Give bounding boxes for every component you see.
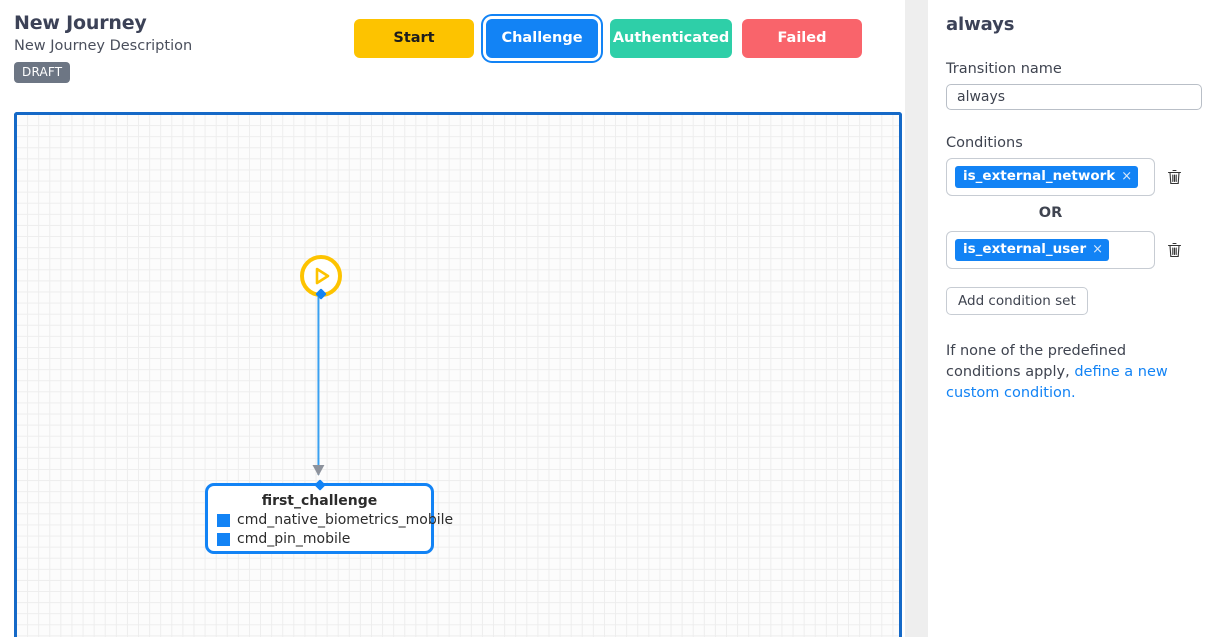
- swatch-icon: [217, 513, 230, 527]
- trash-icon: [1167, 242, 1181, 258]
- play-icon: [315, 267, 330, 285]
- condition-chip-external-user[interactable]: is_external_user ×: [955, 239, 1110, 261]
- transition-name-input[interactable]: [946, 84, 1202, 110]
- state-button-challenge[interactable]: Challenge: [486, 19, 598, 58]
- hint-prefix-text: If none of the predefined conditions app…: [946, 343, 1127, 380]
- state-button-authenticated[interactable]: Authenticated: [610, 19, 732, 58]
- delete-condition-set-1-button[interactable]: [1163, 166, 1185, 188]
- define-custom-condition-link[interactable]: define a new custom condition.: [946, 364, 1168, 401]
- node-input-handle[interactable]: [313, 479, 326, 491]
- add-condition-set-button[interactable]: Add condition set: [946, 287, 1088, 315]
- custom-condition-hint: If none of the predefined conditions app…: [946, 341, 1191, 404]
- chip-label: is_external_user: [963, 241, 1087, 257]
- chip-remove-icon[interactable]: ×: [1121, 169, 1133, 184]
- edge-layer: [312, 293, 325, 476]
- transition-name-label: Transition name: [946, 61, 1062, 77]
- editor-header: New Journey New Journey Description DRAF…: [0, 0, 905, 100]
- state-button-challenge-wrapper: Challenge: [484, 19, 600, 58]
- flow-canvas[interactable]: always first_challenge cmd_native_biomet…: [14, 112, 902, 637]
- state-buttons-group: Start Challenge Authenticated Failed: [354, 19, 862, 58]
- swatch-icon: [217, 532, 230, 546]
- page-subtitle: New Journey Description: [14, 38, 193, 54]
- chip-label: is_external_network: [963, 168, 1116, 184]
- condition-set-row: is_external_network ×: [946, 158, 1199, 196]
- node-item-label: cmd_native_biometrics_mobile: [237, 512, 454, 528]
- panel-resizer[interactable]: [905, 0, 928, 637]
- condition-input-2[interactable]: is_external_user ×: [946, 231, 1155, 269]
- page-title: New Journey: [14, 12, 147, 34]
- state-button-failed[interactable]: Failed: [742, 19, 862, 58]
- node-title: first_challenge: [261, 493, 378, 509]
- chip-remove-icon[interactable]: ×: [1092, 242, 1104, 257]
- node-start[interactable]: [300, 255, 342, 300]
- condition-set-row: is_external_user ×: [946, 231, 1199, 269]
- or-separator: OR: [1038, 205, 1063, 221]
- delete-condition-set-2-button[interactable]: [1163, 239, 1185, 261]
- flow-canvas-inner: always first_challenge cmd_native_biomet…: [17, 115, 899, 637]
- panel-title: always: [946, 14, 1015, 35]
- node-item-row[interactable]: cmd_pin_mobile: [217, 531, 431, 547]
- node-item-label: cmd_pin_mobile: [237, 531, 351, 547]
- node-item-row[interactable]: cmd_native_biometrics_mobile: [217, 512, 453, 528]
- trash-icon: [1167, 169, 1181, 185]
- condition-chip-external-network[interactable]: is_external_network ×: [955, 166, 1139, 188]
- editor-pane: New Journey New Journey Description DRAF…: [0, 0, 905, 637]
- node-first-challenge[interactable]: first_challenge cmd_native_biometrics_mo…: [205, 479, 453, 554]
- title-block: New Journey New Journey Description DRAF…: [14, 12, 192, 83]
- conditions-label: Conditions: [946, 135, 1023, 151]
- node-start-output-handle[interactable]: [315, 288, 327, 300]
- state-button-start[interactable]: Start: [354, 19, 474, 58]
- condition-input-1[interactable]: is_external_network ×: [946, 158, 1155, 196]
- status-badge: DRAFT: [14, 62, 71, 83]
- transition-details-panel: always Transition name Conditions is_ext…: [928, 0, 1215, 637]
